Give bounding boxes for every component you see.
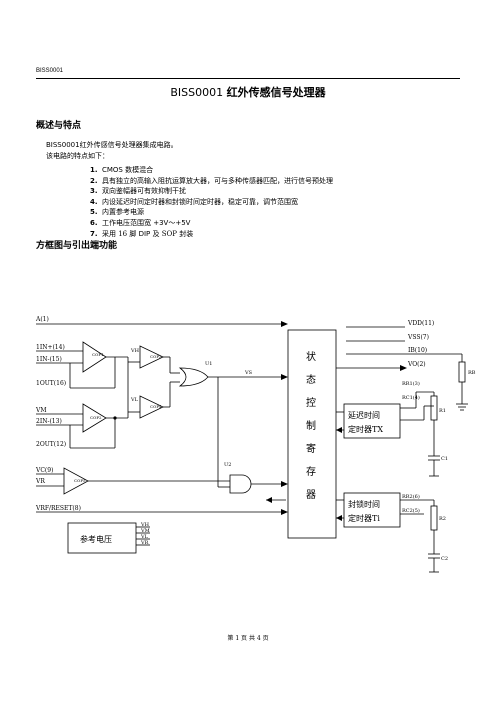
delay-timer-line1: 延迟时间 (348, 410, 380, 420)
cop2-triangle (82, 403, 107, 433)
vh-in: VH (130, 348, 140, 354)
feature-item: 6.工作电压范围宽 +3V～+5V (90, 218, 191, 227)
r1-label: R1 (439, 408, 446, 414)
pin-a: A(1) (35, 316, 49, 323)
block-timer-line2: 定时器Ti (348, 513, 380, 523)
ref-vl: VL (140, 534, 149, 540)
rr1-label: RR1(3) (402, 380, 420, 387)
page-footer: 第 1 页 共 4 页 (227, 635, 269, 642)
u1-label: U1 (205, 361, 212, 367)
page-title: BISS0001 红外传感信号处理器 (0, 84, 496, 100)
pin-1in-minus: 1IN-(15) (36, 356, 62, 363)
pin-2in-minus: 2IN-(13) (36, 418, 62, 425)
feature-item: 5.内置参考电源 (90, 208, 144, 217)
ref-vr: VR (140, 540, 149, 546)
section1-heading: 概述与特点 (36, 121, 82, 131)
cop3-label: COP3 (150, 354, 162, 359)
state-char: 制 (306, 419, 316, 432)
pin-1out: 1OUT(16) (36, 380, 66, 387)
cop5-triangle (63, 467, 89, 495)
ref-voltage-label: 参考电压 (80, 534, 112, 544)
ref-voltage-box (67, 522, 137, 554)
pin-vc: VC(9) (35, 467, 53, 474)
block-timer-line1: 封锁时间 (348, 499, 380, 509)
feature-list: 1.CMOS 数模混合 2.具有独立的高输入阻抗运算放大器，可与多种传感器匹配，… (90, 165, 333, 239)
vl-in: VL (130, 397, 139, 403)
feature-item: 1.CMOS 数模混合 (90, 166, 154, 174)
state-register-box (287, 329, 337, 539)
c1-label: C1 (441, 456, 448, 462)
pin-vo: VO(2) (407, 361, 426, 368)
pin-1in-plus: 1IN+(14) (36, 344, 65, 351)
ref-vh: VH (140, 522, 150, 528)
block-timer-box (343, 492, 401, 528)
intro-line-1: BISS0001红外传感信号处理器集成电路。 (46, 140, 178, 150)
feature-item: 3.双向鉴幅器可有效抑制干扰 (90, 187, 186, 196)
header-doc-code: BISS0001 (36, 68, 64, 74)
ref-vm: VM (140, 528, 150, 534)
state-char: 存 (306, 465, 316, 478)
r1-resistor (430, 395, 438, 421)
arrow-a (281, 321, 288, 327)
vs-label: VS (244, 370, 253, 376)
cop2-label: COP2 (90, 415, 102, 420)
rb-label: RB (468, 370, 476, 376)
cop3-triangle (139, 345, 164, 369)
state-char: 器 (306, 489, 316, 501)
u2-and-gate (229, 474, 252, 494)
feature-item: 7.采用 16 脚 DIP 及 SOP 封装 (90, 229, 194, 238)
pin-vdd: VDD(11) (407, 320, 434, 327)
intro-line-2: 该电路的特点如下： (46, 152, 109, 160)
state-char: 态 (306, 373, 316, 386)
pin-2out: 2OUT(12) (36, 441, 66, 448)
section2-heading: 方框图与引出端功能 (36, 241, 118, 251)
title-text: 红外传感信号处理器 (226, 86, 326, 99)
pin-vrf-reset: VRF/RESET(8) (35, 505, 81, 512)
rc1-label: RC1(4) (402, 394, 420, 401)
delay-timer-line2: 定时器TX (348, 424, 383, 434)
state-char: 寄 (306, 442, 316, 455)
u2-label: U2 (224, 462, 231, 468)
pin-ib: IB(10) (408, 347, 427, 354)
cop1-triangle (82, 341, 107, 373)
rr2-label: RR2(6) (402, 493, 420, 500)
r2-label: R2 (439, 516, 446, 522)
r2-resistor (430, 505, 438, 531)
u1-or-gate (178, 367, 209, 387)
feature-item: 4.内设延迟时间定时器和封锁时间定时器，稳定可靠，调节范围宽 (90, 197, 298, 206)
feature-item: 2.具有独立的高输入阻抗运算放大器，可与多种传感器匹配，进行信号预处理 (90, 176, 333, 185)
intro-part: BISS0001 (46, 141, 80, 149)
cop5-label: COP5 (74, 478, 86, 483)
cop4-triangle (139, 395, 164, 419)
intro-text: 红外传感信号处理器集成电路。 (79, 141, 178, 149)
pin-vss: VSS(7) (407, 334, 429, 341)
rb-resistor (458, 361, 466, 383)
pin-vm: VM (35, 407, 46, 414)
state-char: 状 (306, 350, 316, 363)
rc2-label: RC2(5) (402, 507, 420, 514)
header-rule (36, 78, 460, 79)
state-char: 控 (306, 396, 316, 409)
delay-timer-box (343, 403, 401, 439)
c2-label: C2 (441, 556, 448, 562)
cop1-label: COP1 (92, 352, 104, 357)
pin-vr: VR (35, 478, 45, 485)
title-part: BISS0001 (170, 86, 224, 99)
cop4-label: COP4 (150, 404, 162, 409)
